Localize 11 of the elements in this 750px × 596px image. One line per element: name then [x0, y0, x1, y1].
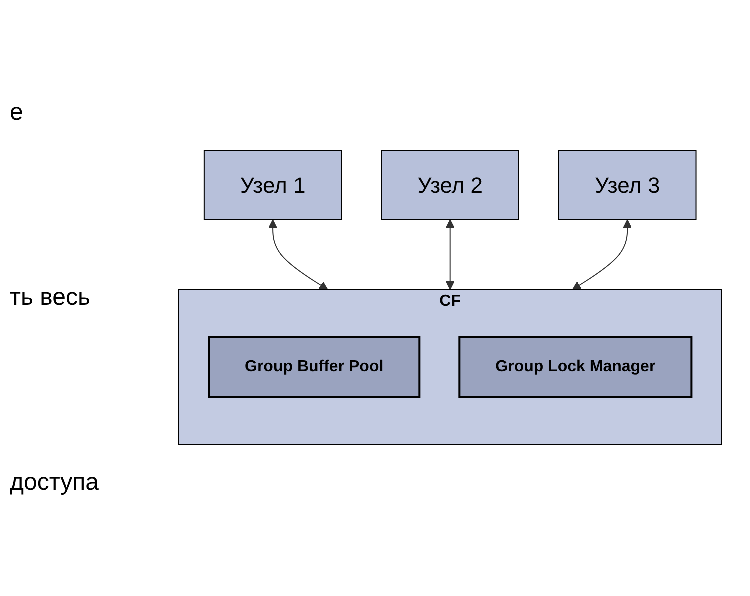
arrow — [446, 220, 454, 290]
note-text: е — [10, 98, 24, 127]
arrow — [572, 220, 632, 290]
note-text: ть весь — [10, 284, 92, 312]
note-text: доступа — [10, 469, 100, 498]
node-box: Group Buffer Pool — [208, 336, 420, 398]
node-box: Узел 1 — [204, 150, 342, 220]
node-box: Узел 3 — [558, 150, 696, 220]
arrow — [268, 220, 328, 290]
node-box: Group Lock Manager — [458, 336, 692, 398]
node-box: Узел 2 — [380, 150, 520, 220]
